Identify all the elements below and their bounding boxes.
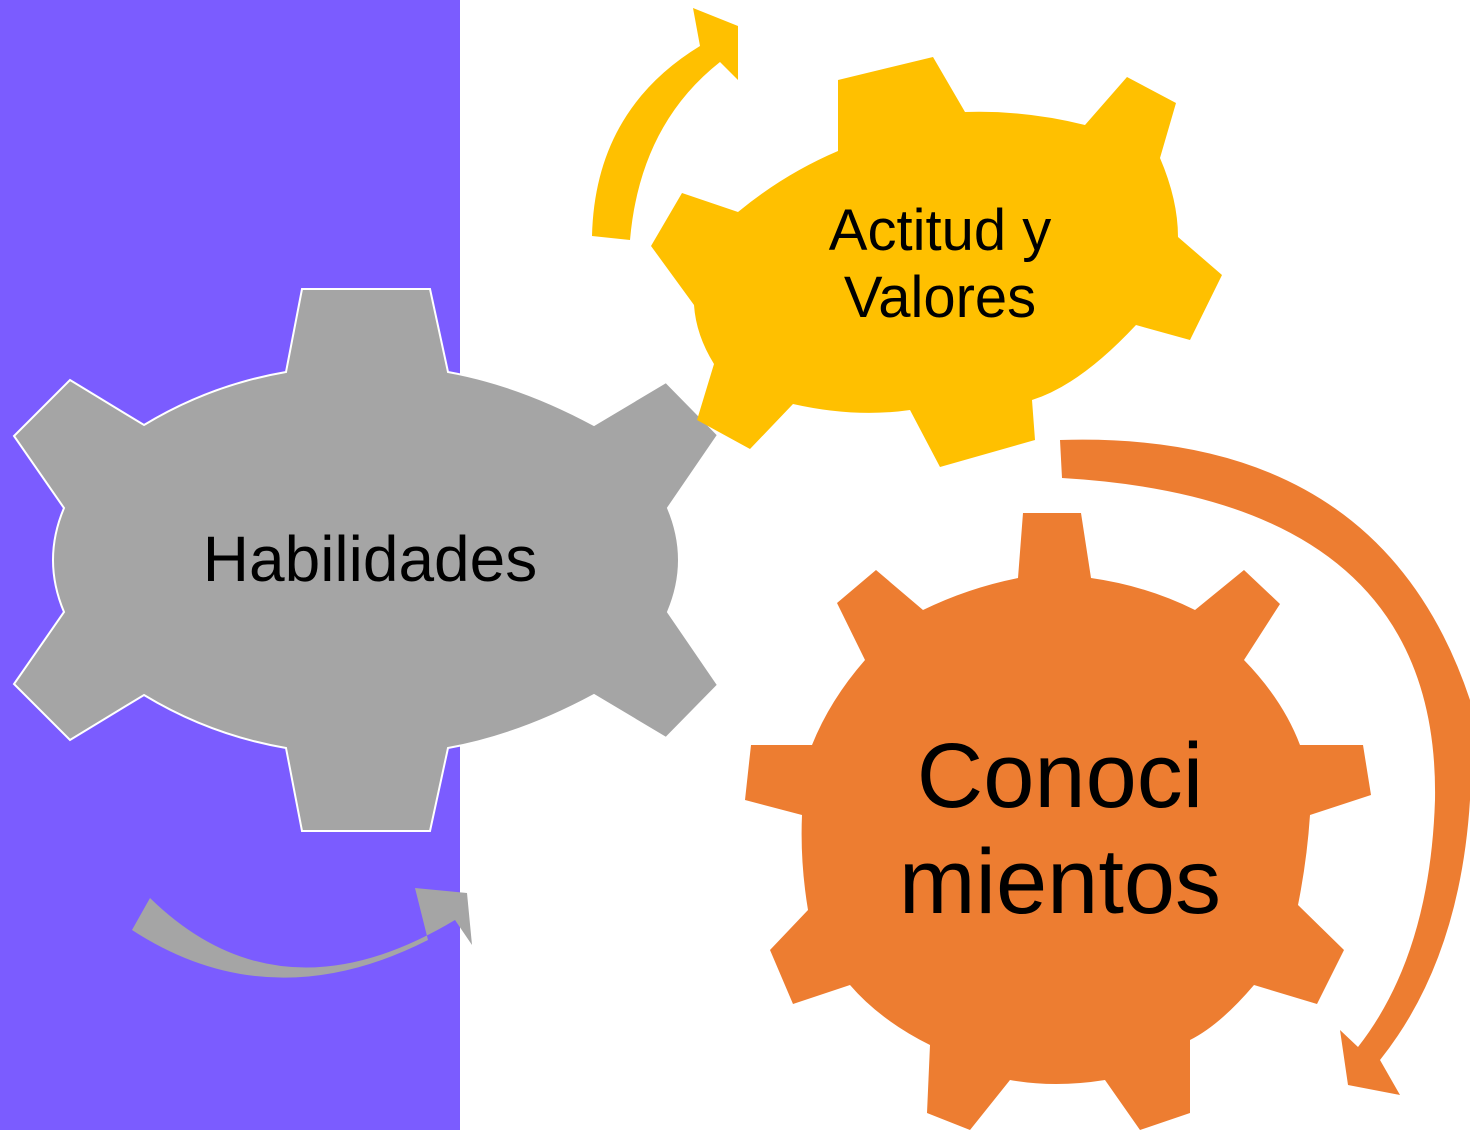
habilidades-label: Habilidades bbox=[202, 523, 538, 596]
conocimientos-label: Conoci mientos bbox=[898, 725, 1222, 933]
actitud-valores-label: Actitud y Valores bbox=[828, 198, 1052, 330]
gray-gear-icon bbox=[12, 288, 720, 832]
gray-arrow-icon bbox=[132, 888, 472, 978]
orange-gear-icon bbox=[745, 513, 1371, 1130]
yellow-gear-icon bbox=[651, 57, 1222, 467]
yellow-arrow-icon bbox=[592, 8, 738, 240]
